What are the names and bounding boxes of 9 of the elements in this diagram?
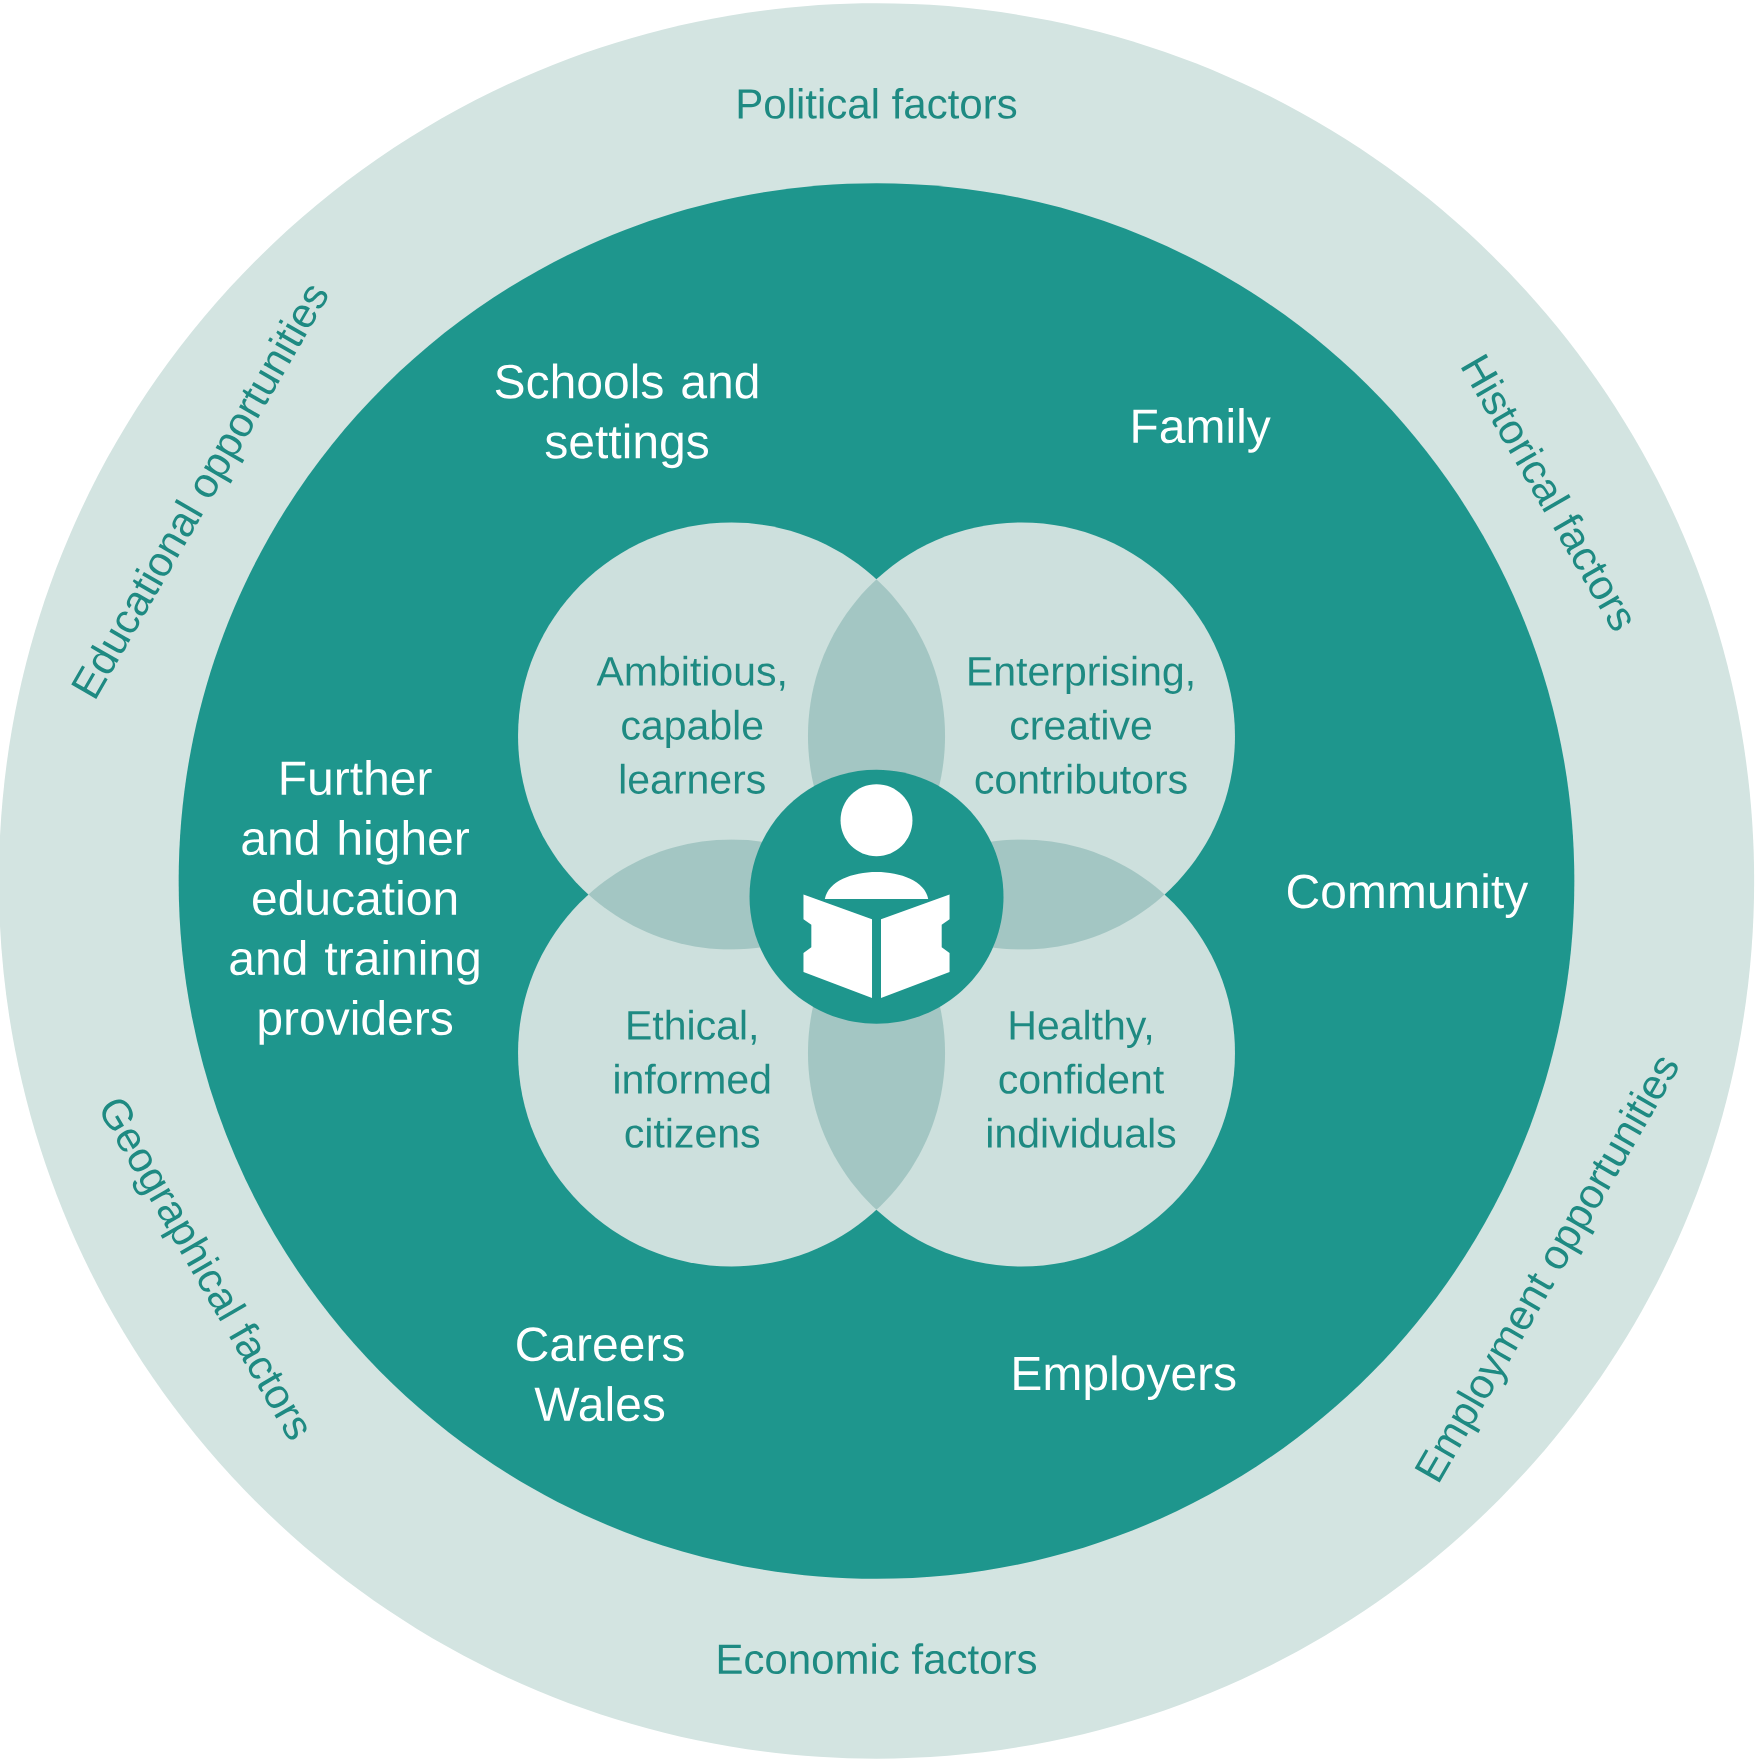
circle-label: Schools and settings xyxy=(495,363,758,469)
circle-label: Community xyxy=(1287,873,1529,918)
circle-label: Further and higher education and training providers xyxy=(230,759,479,1045)
circle-label: Family xyxy=(1133,408,1271,453)
circle-label: Careers Wales xyxy=(517,1327,684,1422)
node-label: Enterprising, creative contributors xyxy=(969,655,1193,794)
ring-label: Political factors xyxy=(738,87,1017,119)
circle-label: Employers xyxy=(1014,1355,1236,1401)
ring-label: Economic factors xyxy=(718,1643,1036,1675)
